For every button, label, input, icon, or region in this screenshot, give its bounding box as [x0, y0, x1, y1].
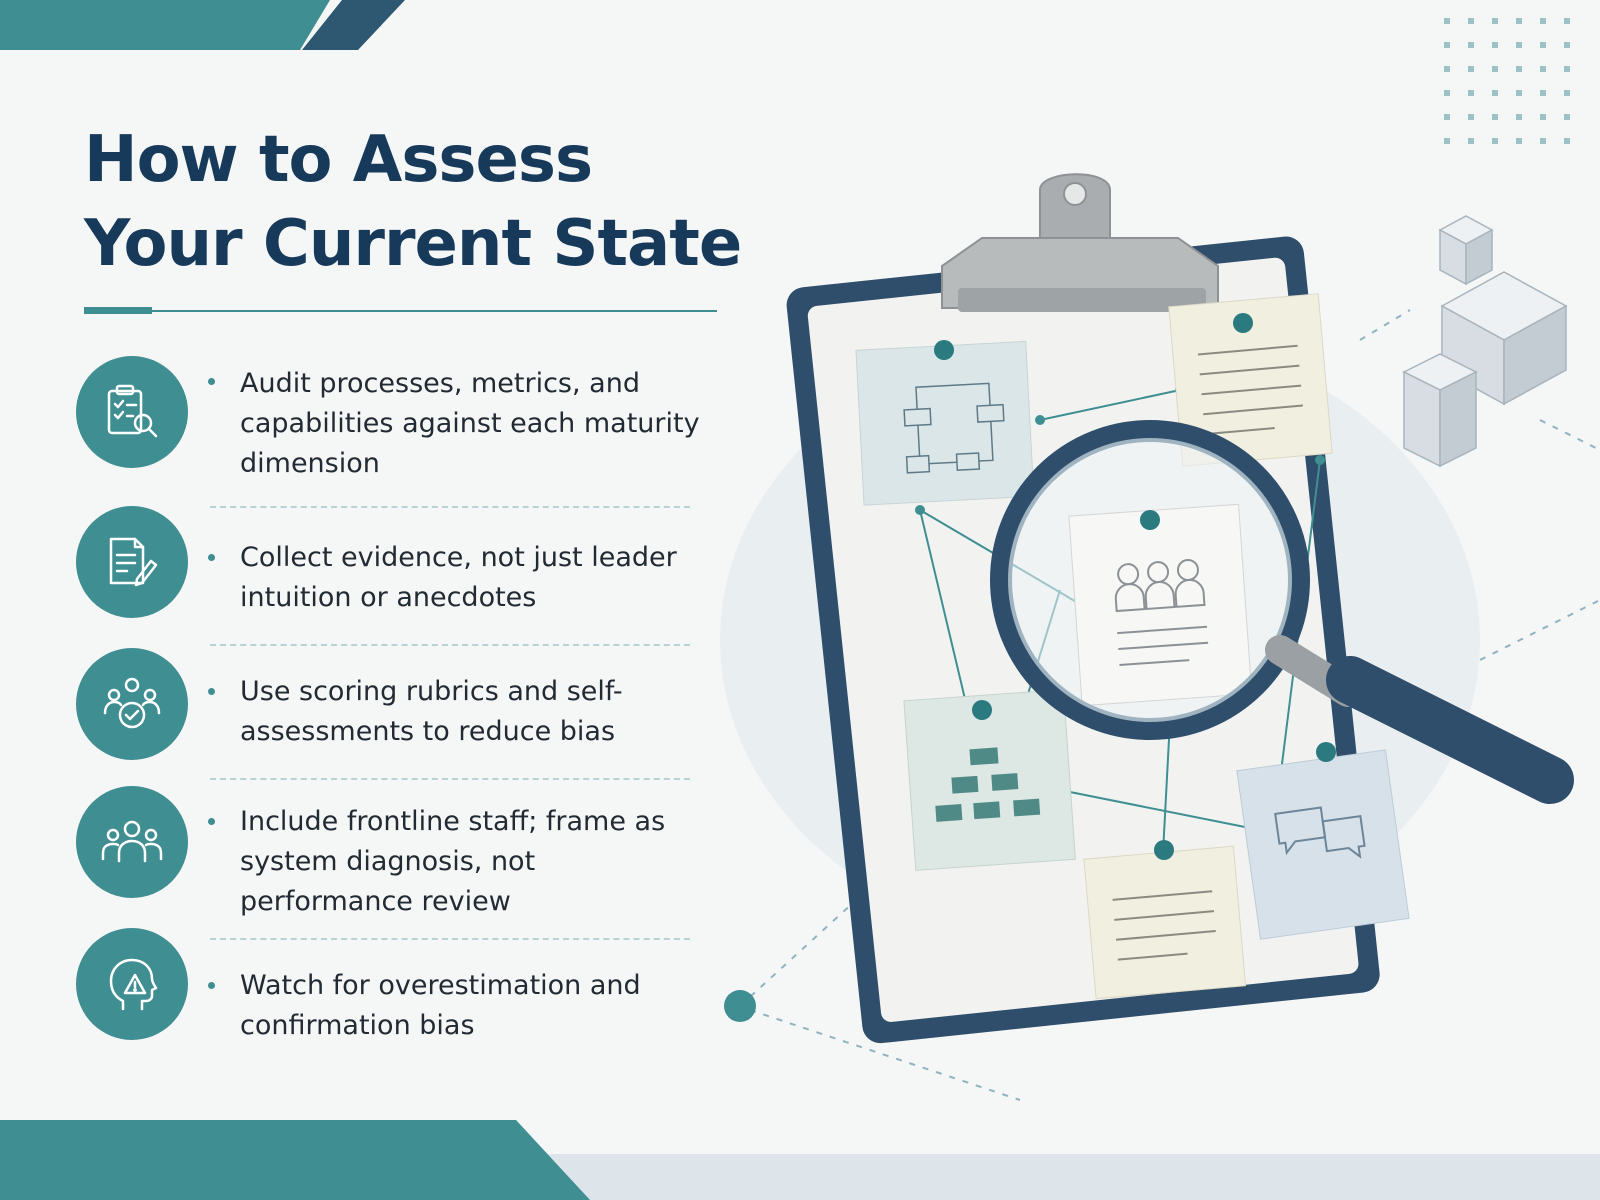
grid-dot [1540, 90, 1546, 96]
item-divider [210, 506, 690, 508]
grid-dot [1444, 66, 1450, 72]
grid-dot [1492, 66, 1498, 72]
page-title-line1: How to Assess [84, 123, 593, 197]
checklist-item-audit: Audit processes, metrics, and capabiliti… [76, 356, 716, 479]
grid-dot [1444, 138, 1450, 144]
checklist-item-text: Collect evidence, not just leader intuit… [240, 542, 677, 613]
bullet-dot [208, 378, 215, 385]
profile-note [1068, 503, 1253, 707]
item-divider [210, 644, 690, 646]
corner-decoration-top [0, 0, 405, 50]
flowchart-note [855, 340, 1035, 506]
grid-dot [1516, 18, 1522, 24]
dot-grid-decoration [1444, 18, 1570, 144]
pushpin-icon [1233, 313, 1253, 333]
corner-decoration-bottom [0, 1120, 1600, 1200]
page-title-line2: Your Current State [84, 207, 742, 281]
team-icon [76, 786, 188, 898]
grid-dot [1468, 18, 1474, 24]
grid-dot [1492, 18, 1498, 24]
grid-dot [1468, 66, 1474, 72]
grid-dot [1468, 114, 1474, 120]
grid-dot [1516, 114, 1522, 120]
grid-dot [1444, 42, 1450, 48]
page-title: How to Assess Your Current State [84, 118, 742, 286]
grid-dot [1564, 90, 1570, 96]
grid-dot [1564, 18, 1570, 24]
grid-dot [1444, 18, 1450, 24]
checklist-item-frontline: Include frontline staff; frame as system… [76, 786, 716, 917]
connector-node [724, 990, 756, 1022]
grid-dot [1468, 90, 1474, 96]
checklist-item-text: Watch for overestimation and confirmatio… [240, 970, 641, 1041]
checklist-item-text: Use scoring rubrics and self-assessments… [240, 676, 623, 747]
clipboard-illustration [720, 173, 1600, 1101]
checklist-item-bias: Watch for overestimation and confirmatio… [76, 928, 716, 1041]
bullet-dot [208, 818, 215, 825]
bottom-note [1083, 845, 1247, 1000]
pushpin-icon [1140, 510, 1160, 530]
grid-dot [1564, 114, 1570, 120]
grid-dot [1492, 90, 1498, 96]
checklist-item-text: Audit processes, metrics, and capabiliti… [240, 368, 700, 479]
grid-dot [1492, 114, 1498, 120]
lined-note [1168, 293, 1333, 467]
grid-dot [1540, 42, 1546, 48]
grid-dot [1564, 42, 1570, 48]
grid-dot [1540, 66, 1546, 72]
title-underline [84, 310, 717, 312]
grid-dot [1540, 18, 1546, 24]
grid-dot [1444, 114, 1450, 120]
pushpin-icon [1154, 840, 1174, 860]
grid-dot [1516, 138, 1522, 144]
item-divider [210, 938, 690, 940]
grid-dot [1468, 42, 1474, 48]
grid-dot [1516, 66, 1522, 72]
pushpin-icon [1316, 742, 1336, 762]
title-underline-accent [84, 307, 152, 314]
grid-dot [1444, 90, 1450, 96]
pushpin-icon [934, 340, 954, 360]
grid-dot [1492, 138, 1498, 144]
document-pencil-icon [76, 506, 188, 618]
bullet-dot [208, 688, 215, 695]
checklist-item-text: Include frontline staff; frame as system… [240, 806, 666, 917]
checklist-item-scoring: Use scoring rubrics and self-assessments… [76, 648, 716, 760]
grid-dot [1540, 138, 1546, 144]
item-divider [210, 778, 690, 780]
people-checkmark-icon [76, 648, 188, 760]
grid-dot [1468, 138, 1474, 144]
grid-dot [1564, 66, 1570, 72]
pushpin-icon [972, 700, 992, 720]
grid-dot [1516, 42, 1522, 48]
grid-dot [1540, 114, 1546, 120]
chat-note [1236, 749, 1410, 940]
bullet-dot [208, 982, 215, 989]
org-chart-note [903, 689, 1076, 871]
grid-dot [1492, 42, 1498, 48]
magnifying-glass-icon [990, 420, 1574, 804]
bullet-dot [208, 554, 215, 561]
clipboard-search-icon [76, 356, 188, 468]
head-warning-icon [76, 928, 188, 1040]
cube-decoration [1402, 215, 1568, 468]
grid-dot [1516, 90, 1522, 96]
grid-dot [1564, 138, 1570, 144]
checklist-item-evidence: Collect evidence, not just leader intuit… [76, 506, 716, 618]
clipboard-clip [941, 173, 1219, 312]
